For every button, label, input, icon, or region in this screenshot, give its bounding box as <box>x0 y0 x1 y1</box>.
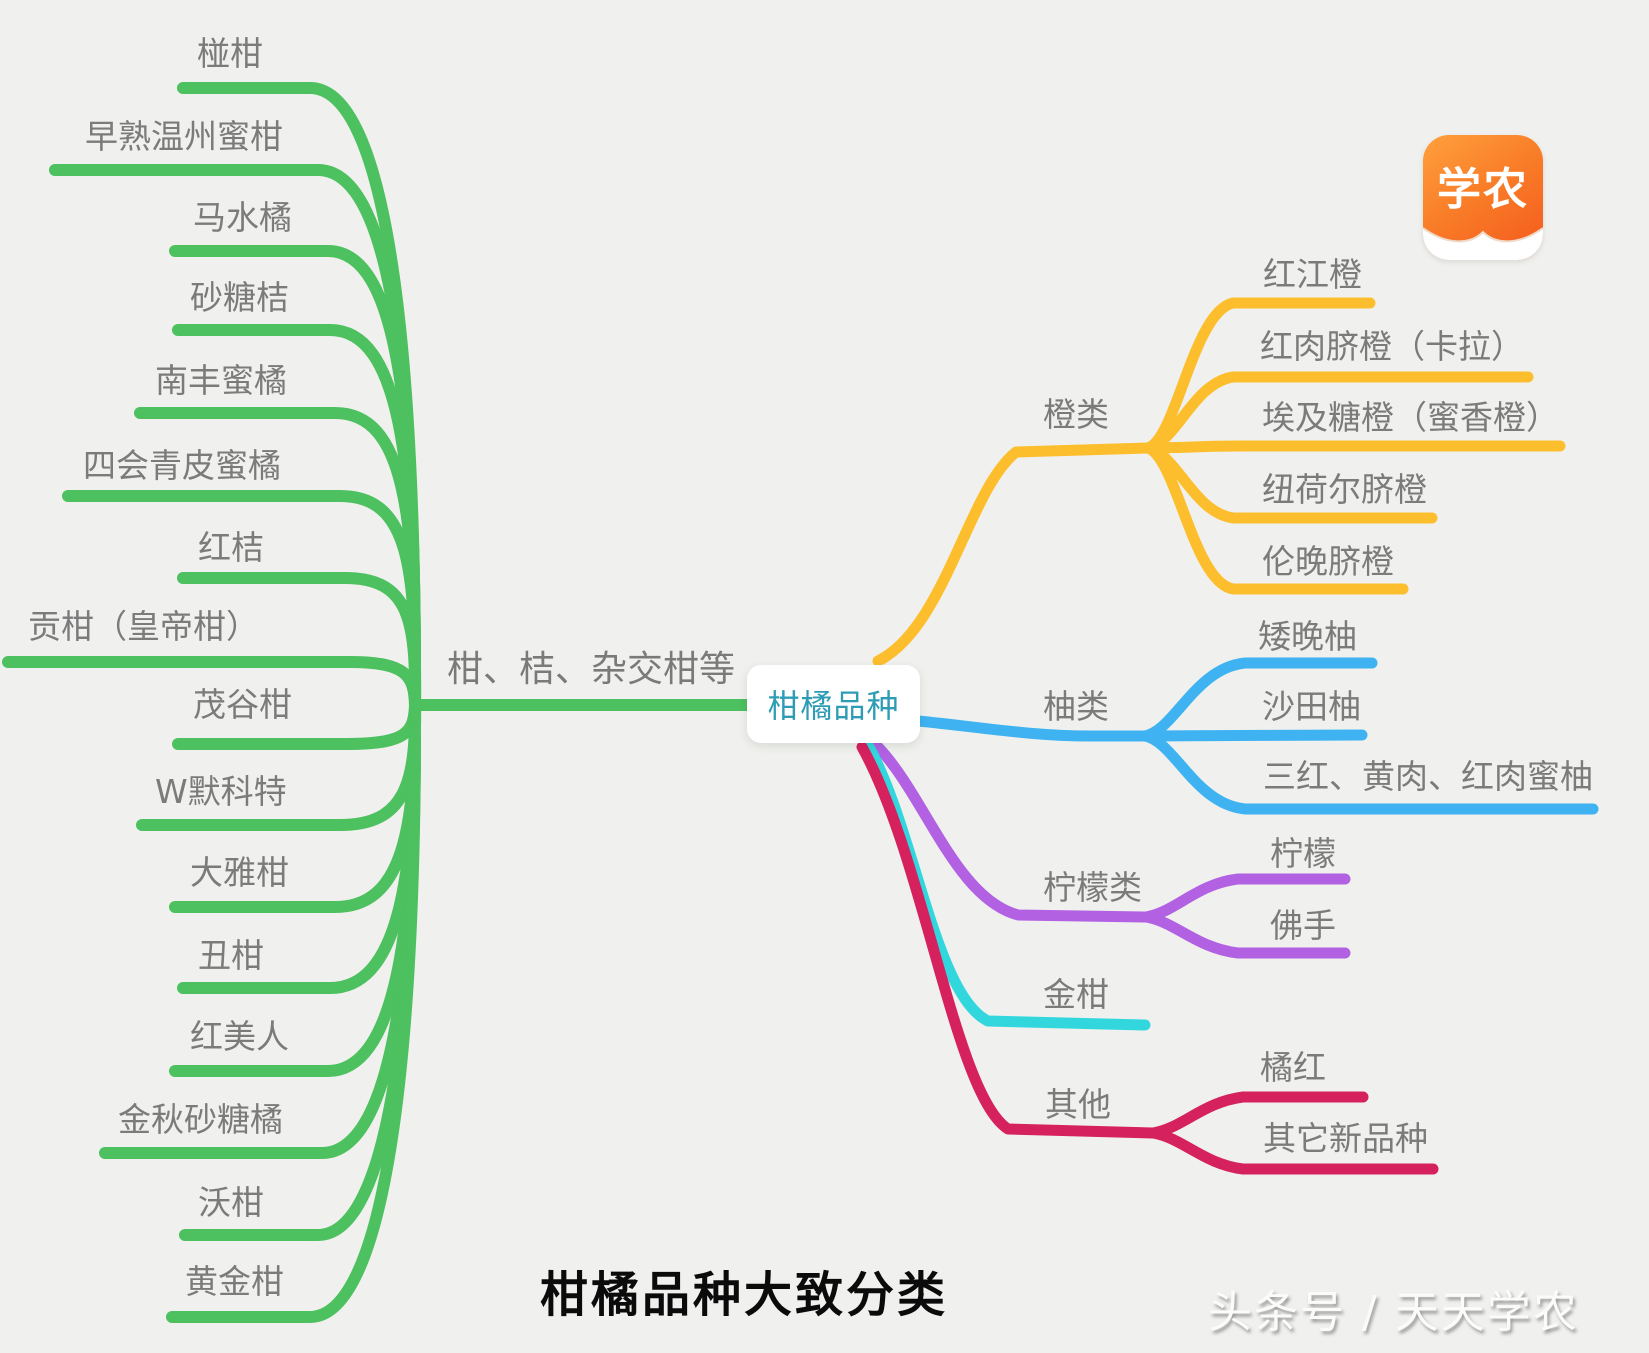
branch-label-jingan: 金柑 <box>1043 975 1109 1014</box>
leaf-label: 早熟温州蜜柑 <box>85 117 283 156</box>
page-title: 柑橘品种大致分类 <box>540 1267 949 1323</box>
leaf-line <box>177 572 422 711</box>
leaf-line <box>1140 911 1351 959</box>
branch-label-you: 柚类 <box>1043 687 1109 726</box>
leaf-label: 砂糖桔 <box>190 278 289 317</box>
leaf-label: 伦晚脐橙 <box>1262 542 1394 581</box>
leaf-label: 佛手 <box>1270 906 1336 945</box>
branch-line <box>871 740 1152 923</box>
branch-label-cheng: 橙类 <box>1043 395 1109 434</box>
root-node-label: 柑橘品种 <box>767 687 900 725</box>
leaf-label: 埃及糖橙（蜜香橙） <box>1262 398 1559 437</box>
leaf-line <box>1147 1127 1439 1175</box>
leaf-label: 沃柑 <box>198 1183 264 1222</box>
branch-ganju-lines <box>2 82 754 1323</box>
leaf-label: 茂谷柑 <box>193 685 292 724</box>
leaf-line <box>1139 730 1599 815</box>
branch-ningmeng-lines <box>871 740 1351 959</box>
leaf-label: 沙田柚 <box>1262 687 1361 726</box>
xuenong-logo-text: 学农 <box>1437 164 1529 215</box>
leaf-label: 橘红 <box>1260 1048 1326 1087</box>
branch-you-lines <box>912 657 1599 815</box>
leaf-label: 大雅柑 <box>190 853 289 892</box>
leaf-label: 矮晚柚 <box>1258 617 1357 656</box>
leaf-label: 红江橙 <box>1263 255 1362 294</box>
leaf-line <box>1142 440 1566 454</box>
branch-qita-lines <box>856 741 1439 1175</box>
leaf-label: 红肉脐橙（卡拉） <box>1260 327 1524 366</box>
leaf-label: 红美人 <box>190 1017 289 1056</box>
leaf-label: 椪柑 <box>197 34 263 73</box>
leaf-label: 贡柑（皇帝柑） <box>28 607 259 646</box>
branch-line <box>872 442 1154 667</box>
leaf-label: 柠檬 <box>1270 834 1336 873</box>
branch-line <box>856 741 1159 1139</box>
xuenong-logo: 学农 <box>1423 135 1543 260</box>
branch-cheng-lines <box>872 297 1566 667</box>
leaf-line <box>1142 442 1409 595</box>
branch-label-qita: 其他 <box>1045 1085 1111 1124</box>
leaf-label: 纽荷尔脐橙 <box>1262 470 1427 509</box>
leaf-label: 黄金柑 <box>185 1262 284 1301</box>
root-node: 柑橘品种 <box>747 665 920 743</box>
leaf-label: 四会青皮蜜橘 <box>83 446 281 485</box>
leaf-label: W默科特 <box>155 772 287 811</box>
leaf-label: 丑柑 <box>198 936 264 975</box>
branch-label-ganju: 柑、桔、杂交柑等 <box>447 649 736 690</box>
leaf-line <box>166 699 422 1323</box>
leaf-line <box>1139 729 1368 742</box>
leaf-label: 金秋砂糖橘 <box>118 1100 283 1139</box>
leaf-line <box>2 656 421 711</box>
leaf-label: 三红、黄肉、红肉蜜柚 <box>1263 757 1593 796</box>
open-book-icon <box>1423 227 1543 260</box>
leaf-label: 南丰蜜橘 <box>155 361 287 400</box>
leaf-label: 红桔 <box>198 528 264 567</box>
branch-line <box>912 715 1151 742</box>
leaf-label: 其它新品种 <box>1263 1119 1428 1158</box>
branch-label-ningmeng: 柠檬类 <box>1043 868 1142 907</box>
watermark-text: 头条号 / 天天学农 <box>1208 1287 1579 1338</box>
leaf-label: 马水橘 <box>193 198 292 237</box>
